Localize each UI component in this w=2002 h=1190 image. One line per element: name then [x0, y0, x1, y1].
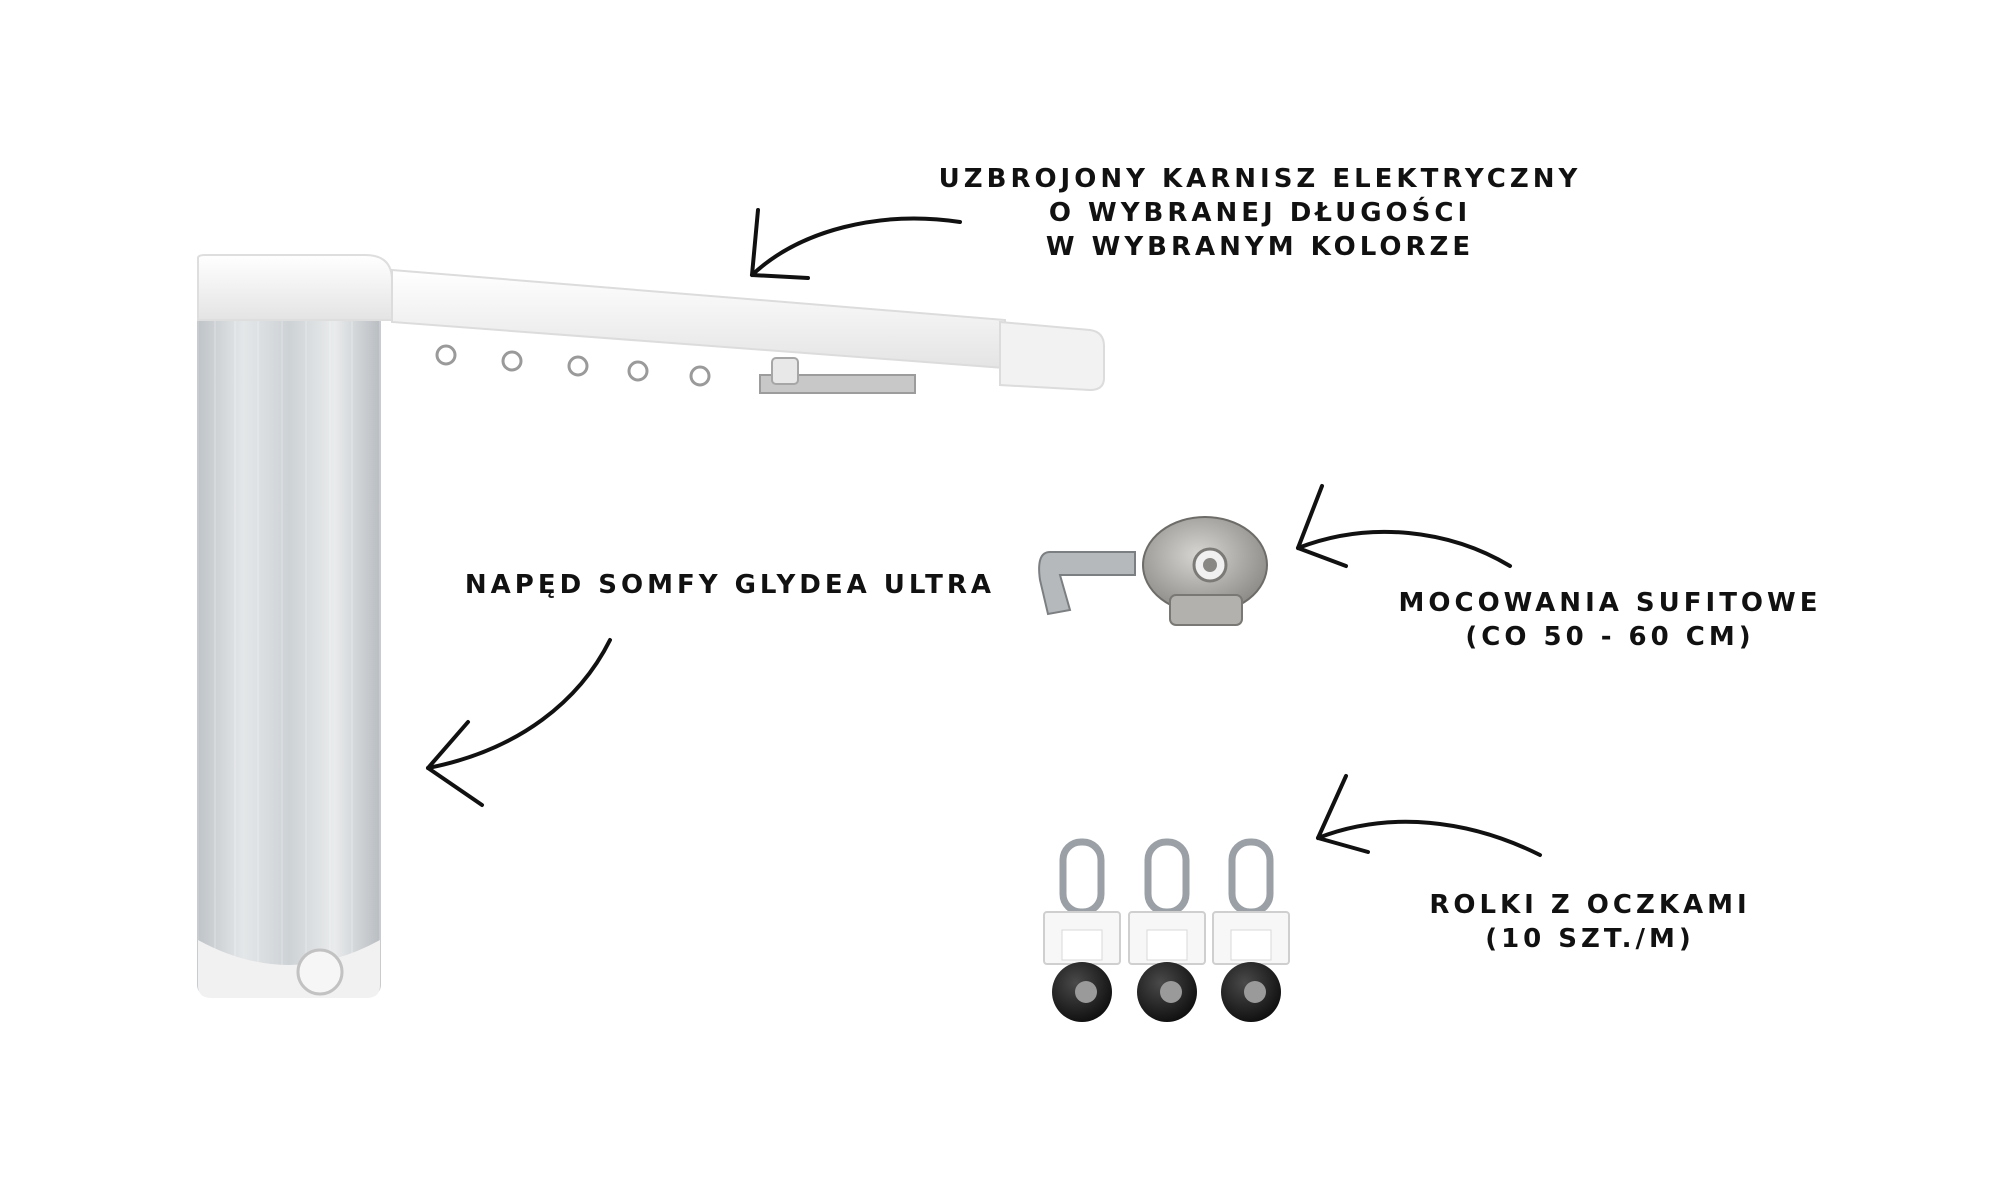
- motor-label: NAPĘD SOMFY GLYDEA ULTRA: [420, 568, 1040, 602]
- motor-label-line1: NAPĘD SOMFY GLYDEA ULTRA: [464, 570, 996, 600]
- motor-product: [197, 254, 393, 998]
- rail-label-line2: O WYBRANEJ DŁUGOŚCI: [1048, 198, 1472, 228]
- arrow-icon: [1316, 774, 1542, 857]
- roller-hook-product: [1043, 838, 1290, 1022]
- ceiling-bracket-product: [1038, 516, 1268, 626]
- rollers-label: ROLKI Z OCZKAMI (10 SZT./M): [1330, 888, 1850, 956]
- rail-label-line1: UZBROJONY KARNISZ ELEKTRYCZNY: [938, 164, 1582, 194]
- rollers-label-line1: ROLKI Z OCZKAMI: [1429, 890, 1751, 920]
- rail-label-line3: W WYBRANYM KOLORZE: [1045, 232, 1475, 262]
- rail-product: [391, 268, 1105, 394]
- mount-label-line1: MOCOWANIA SUFITOWE: [1398, 588, 1822, 618]
- arrow-icon: [1296, 484, 1512, 568]
- rollers-label-line2: (10 SZT./M): [1485, 924, 1695, 954]
- arrow-icon: [750, 208, 962, 280]
- mount-label: MOCOWANIA SUFITOWE (CO 50 - 60 CM): [1330, 586, 1890, 654]
- arrow-icon: [426, 638, 612, 807]
- mount-label-line2: (CO 50 - 60 CM): [1465, 622, 1755, 652]
- rail-label: UZBROJONY KARNISZ ELEKTRYCZNY O WYBRANEJ…: [900, 162, 1620, 264]
